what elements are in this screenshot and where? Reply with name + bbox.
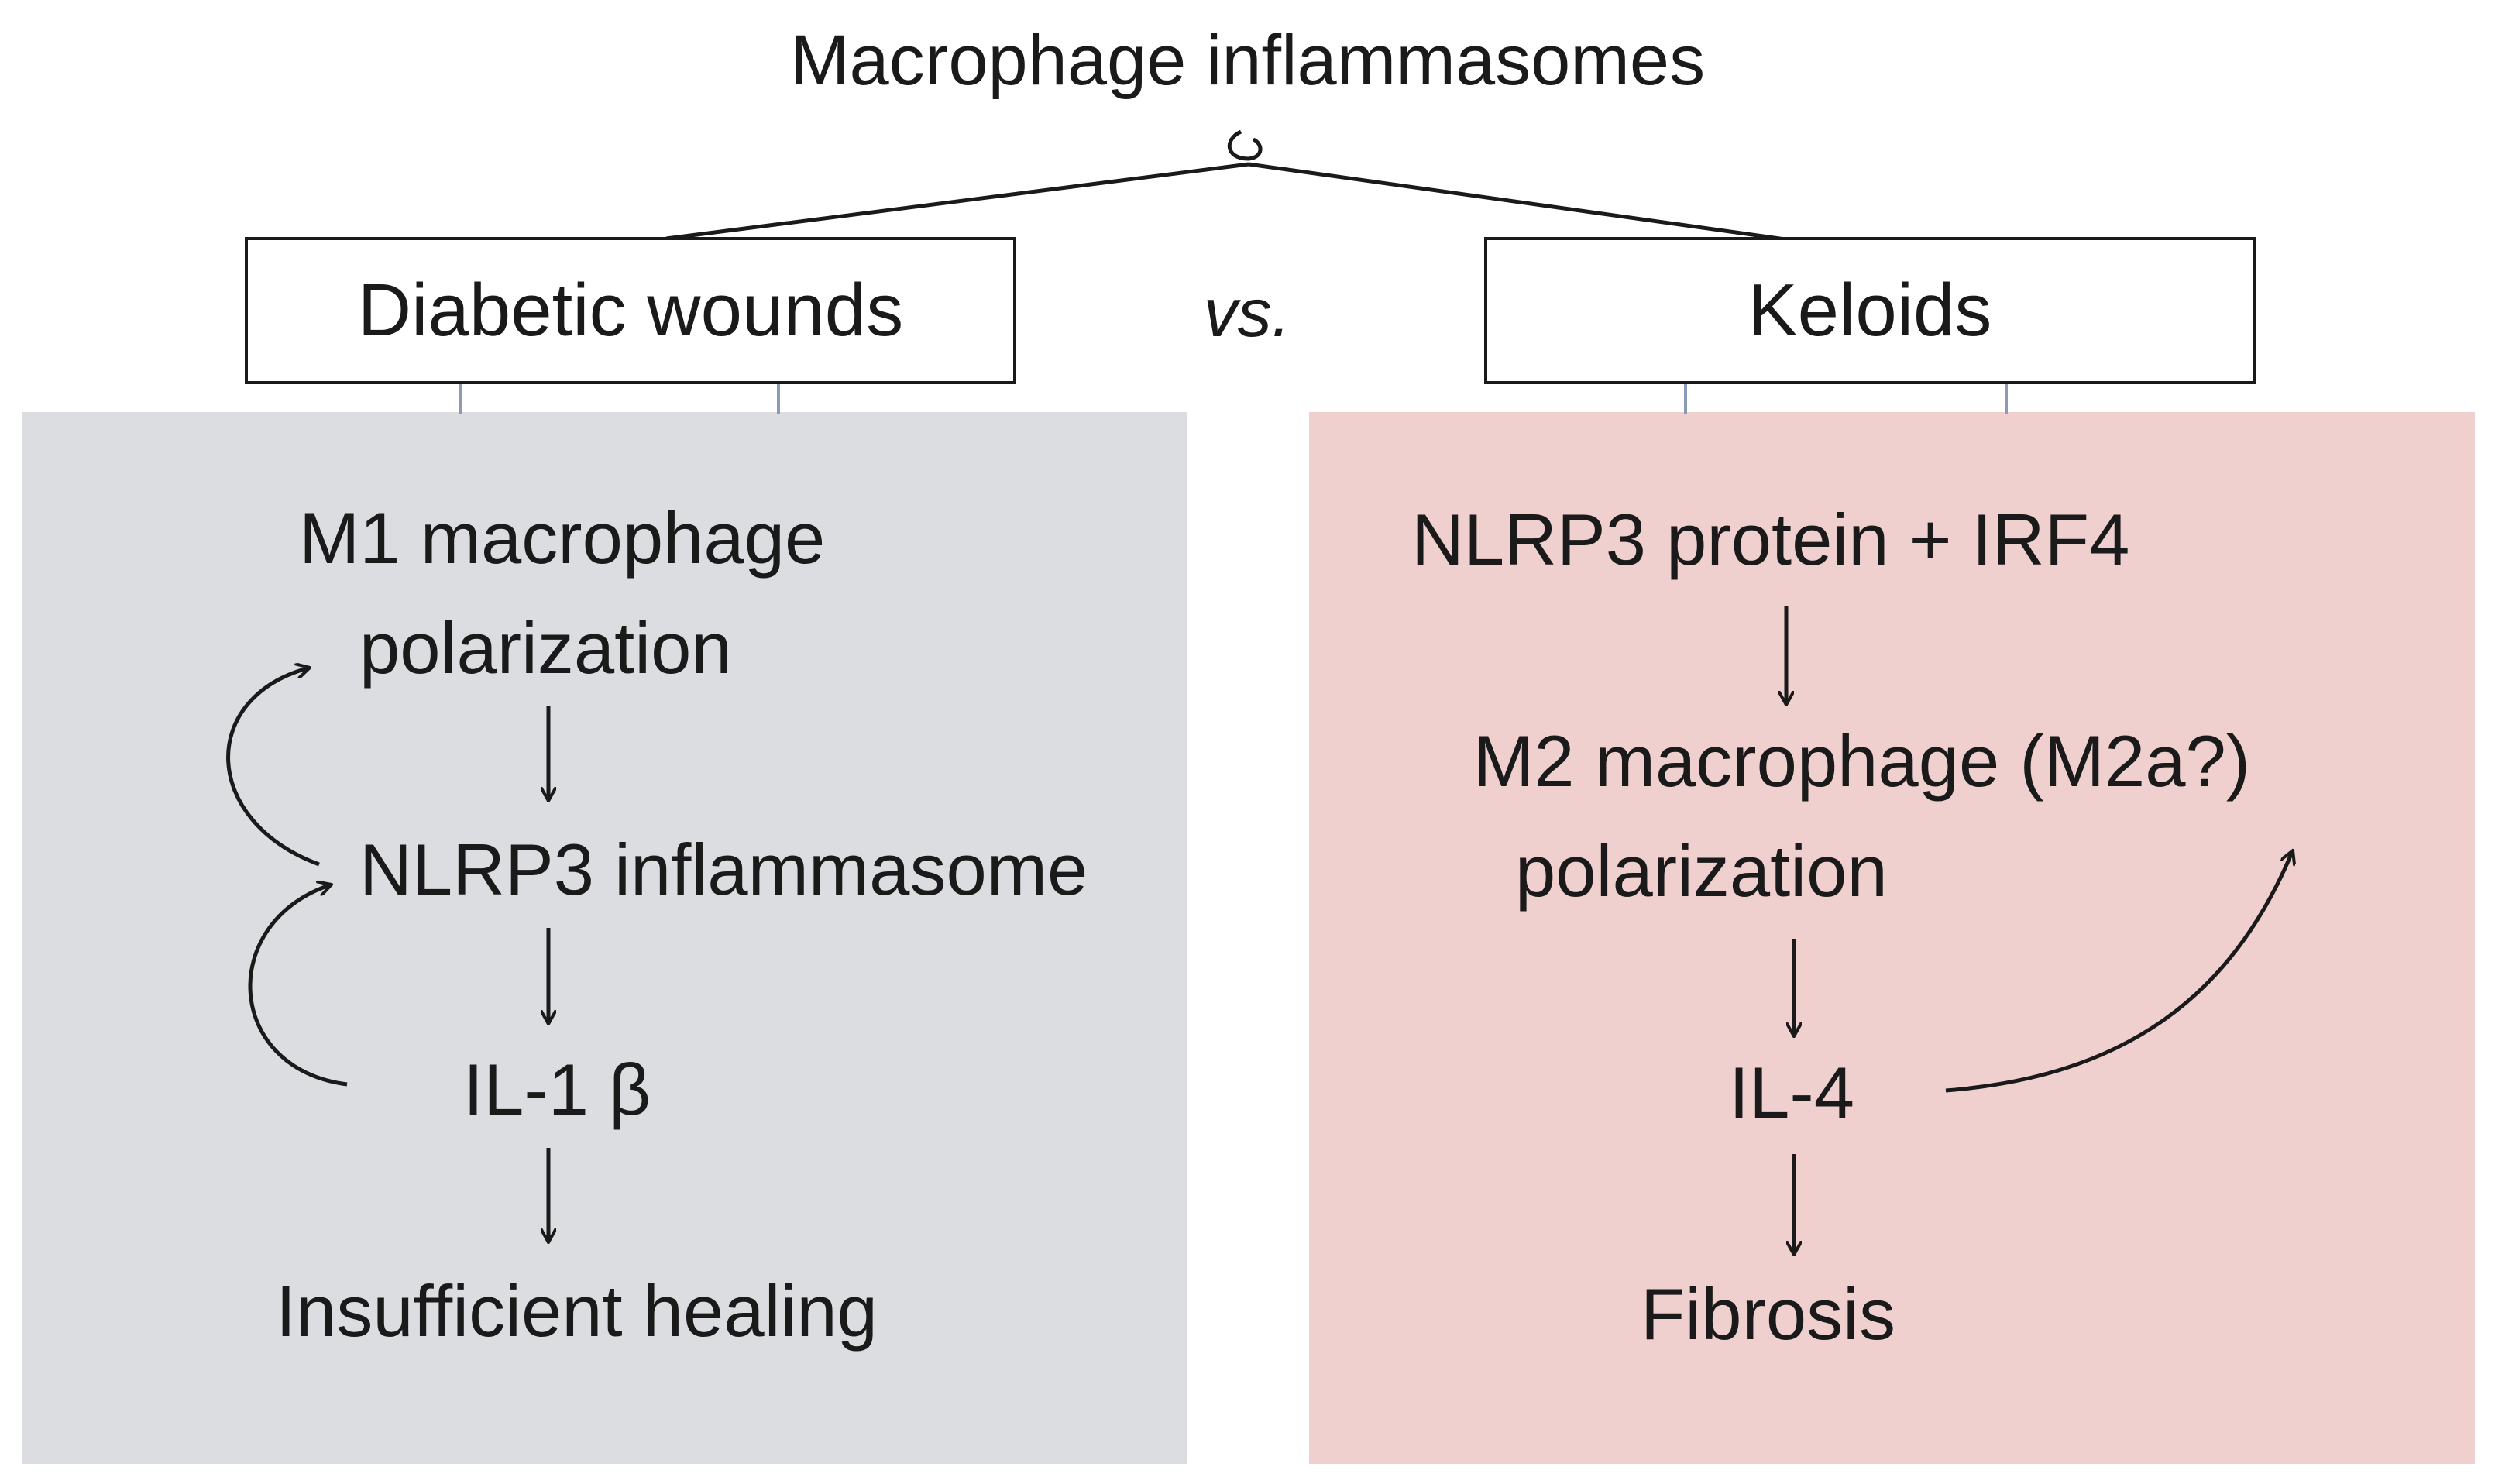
m2-polarization-label: polarization — [1515, 830, 1888, 912]
keloids-label: Keloids — [1748, 269, 1992, 352]
vs-label: vs. — [1203, 274, 1291, 351]
m2-macrophage-label: M2 macrophage (M2a?) — [1473, 720, 2251, 802]
title-curl-mark — [1227, 129, 1263, 161]
feedback-arrow-inflammasome-to-polarization — [226, 668, 320, 867]
diabetic-wounds-label: Diabetic wounds — [357, 269, 904, 352]
il1b-label: IL-1 β — [463, 1049, 651, 1130]
keloids-panel — [1309, 412, 2475, 1464]
m1-macrophage-label: M1 macrophage — [299, 497, 826, 579]
diabetic-wounds-box: Diabetic wounds — [245, 237, 1016, 384]
m1-polarization-label: polarization — [359, 607, 732, 689]
nlrp3-inflammasome-label: NLRP3 inflammasome — [359, 829, 1088, 910]
feedback-arrow-il4-to-m2 — [1945, 850, 2293, 1093]
nlrp3-irf4-label: NLRP3 protein + IRF4 — [1411, 499, 2130, 580]
diagram-title: Macrophage inflammasomes — [789, 21, 1706, 100]
il4-label: IL-4 — [1729, 1052, 1854, 1133]
branch-line-right — [1248, 162, 1792, 242]
branch-line-left — [665, 162, 1249, 241]
diabetic-wounds-panel — [22, 412, 1187, 1464]
keloids-box: Keloids — [1484, 237, 2256, 384]
feedback-arrow-il1b-to-inflammasome — [248, 885, 348, 1087]
fibrosis-label: Fibrosis — [1641, 1273, 1896, 1355]
insufficient-healing-label: Insufficient healing — [276, 1270, 878, 1352]
